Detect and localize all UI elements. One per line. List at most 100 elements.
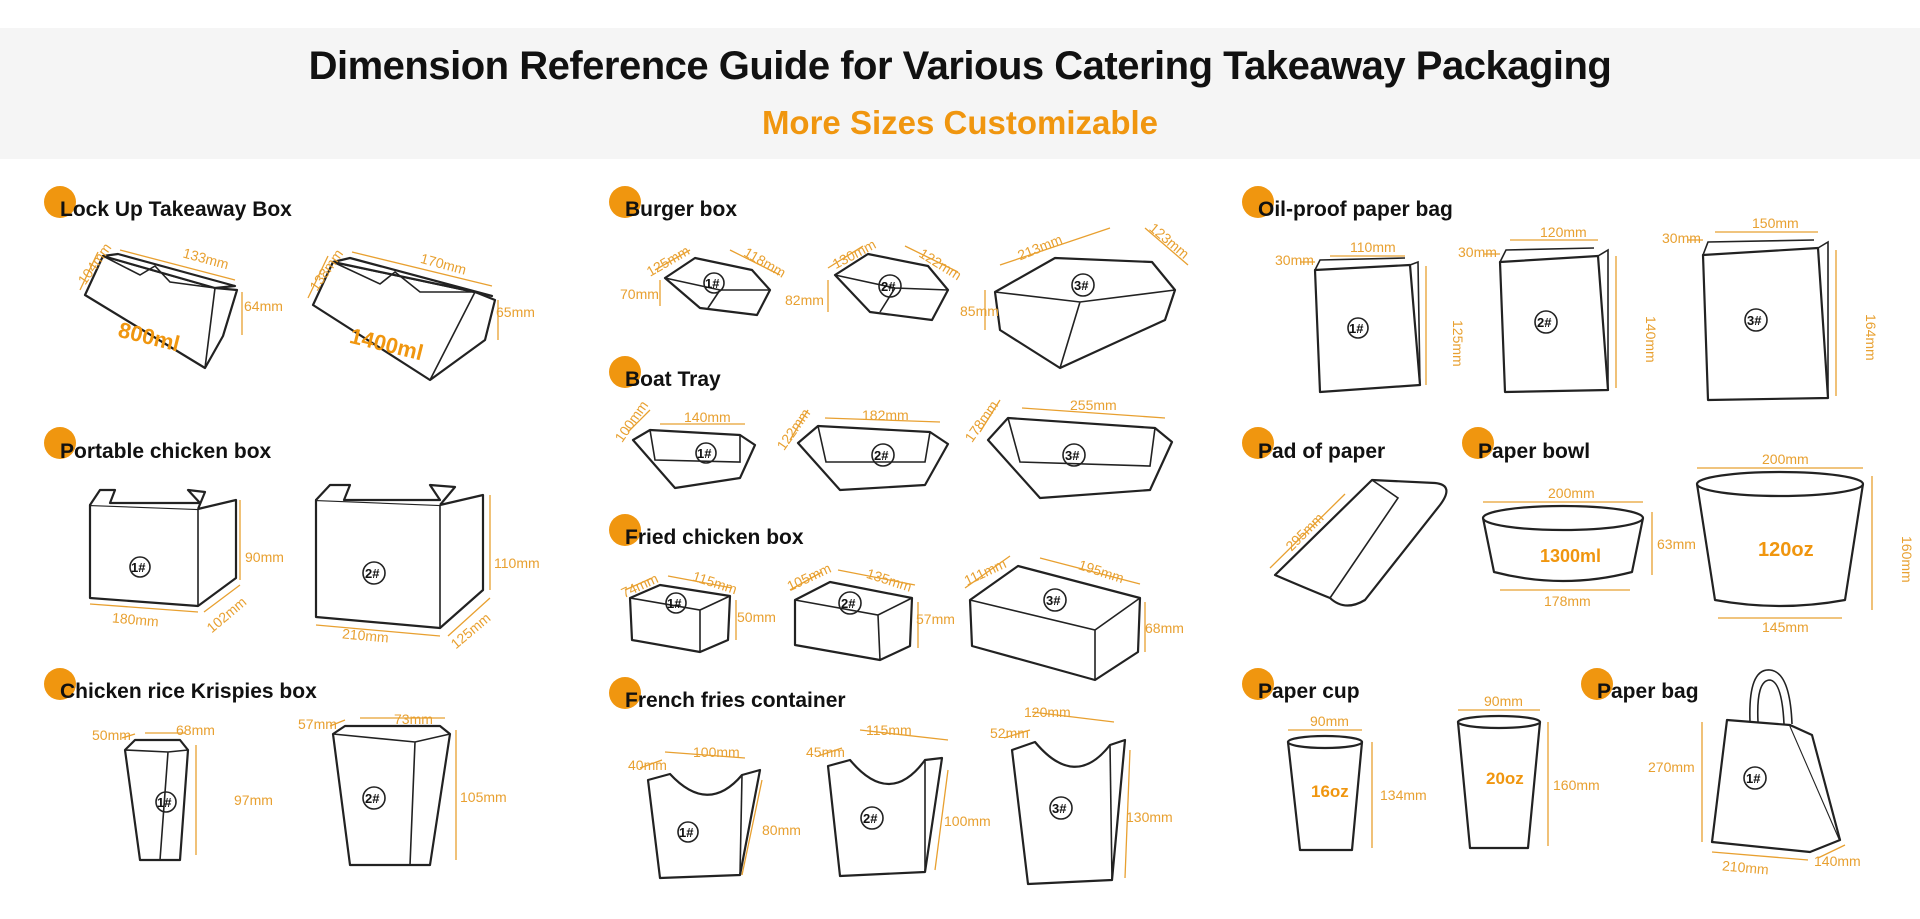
section-title-pad: Pad of paper bbox=[1258, 440, 1385, 463]
section-cup: Paper cup 16oz 90mm 134mm 20oz 90mm 160m… bbox=[1242, 668, 1600, 852]
size-label: 2# bbox=[365, 791, 380, 806]
paper-bag-1: 1# 270mm 210mm 140mm bbox=[1648, 669, 1861, 877]
size-label: 3# bbox=[1074, 278, 1089, 293]
fried-box-1: 1# 74mm 115mm 50mm bbox=[619, 568, 776, 654]
dim: 110mm bbox=[1350, 239, 1396, 255]
size-label: 1# bbox=[667, 596, 682, 611]
fries-container-3: 3# 52mm 120mm 130mm bbox=[990, 704, 1173, 886]
section-oilbag: Oil-proof paper bag 1# 30mm 110mm 125mm … bbox=[1242, 186, 1879, 402]
dim: 125mm bbox=[1450, 320, 1466, 367]
section-boat: Boat Tray 1# 100mm 140mm 2# 122mm 182mm … bbox=[609, 356, 1174, 500]
section-bullet bbox=[1462, 427, 1494, 459]
section-title-cup: Paper cup bbox=[1258, 680, 1360, 703]
dim: 200mm bbox=[1762, 451, 1809, 467]
section-bullet bbox=[609, 186, 641, 218]
caption-16oz: 16oz bbox=[1311, 782, 1349, 801]
fried-box-3: 3# 111mm 195mm 68mm bbox=[961, 555, 1184, 682]
size-label: 1# bbox=[697, 446, 712, 461]
size-label: 1# bbox=[705, 276, 720, 291]
section-title-lockup: Lock Up Takeaway Box bbox=[60, 198, 292, 221]
lockup-box-1400: 1400ml 138mm 170mm 65mm bbox=[306, 246, 535, 382]
dim: 102mm bbox=[203, 594, 249, 636]
dim: 150mm bbox=[1752, 215, 1799, 231]
fried-box-2: 2# 105mm 135mm 57mm bbox=[784, 560, 955, 662]
size-label: 3# bbox=[1065, 448, 1080, 463]
dim: 178mm bbox=[1544, 593, 1591, 609]
size-marker bbox=[362, 786, 386, 810]
burger-box-2: 2# 130mm 122mm 82mm bbox=[785, 236, 964, 322]
size-marker bbox=[838, 591, 862, 615]
size-label: 1# bbox=[157, 795, 172, 810]
cup-16oz: 16oz 90mm 134mm bbox=[1286, 713, 1427, 852]
dim: 200mm bbox=[1548, 485, 1595, 501]
boat-tray-3: 3# 178mm 255mm bbox=[961, 397, 1174, 500]
bowl-120oz: 120oz 200mm 160mm 145mm bbox=[1695, 451, 1915, 635]
dim: 30mm bbox=[1458, 244, 1497, 260]
size-label: 2# bbox=[1537, 315, 1552, 330]
dim: 64mm bbox=[244, 298, 283, 314]
size-marker bbox=[665, 592, 687, 614]
size-marker bbox=[1347, 317, 1369, 339]
portable-box-2: 2# 110mm 210mm 125mm bbox=[314, 483, 540, 652]
size-marker bbox=[1071, 273, 1095, 297]
dim: 140mm bbox=[684, 409, 731, 425]
oil-bag-1: 1# 30mm 110mm 125mm bbox=[1275, 239, 1466, 394]
dim: 30mm bbox=[1662, 230, 1701, 246]
section-bullet bbox=[44, 186, 76, 218]
dim: 115mm bbox=[866, 722, 912, 738]
section-bullet bbox=[44, 668, 76, 700]
section-lockup: Lock Up Takeaway Box 800ml 104mm 133mm 6… bbox=[44, 186, 535, 382]
page-subtitle: More Sizes Customizable bbox=[761, 104, 1159, 141]
header-band bbox=[0, 28, 1920, 159]
dim: 105mm bbox=[460, 789, 507, 805]
oil-bag-3: 3# 30mm 150mm 164mm bbox=[1662, 215, 1879, 402]
dim: 65mm bbox=[496, 304, 535, 320]
dim: 160mm bbox=[1553, 777, 1600, 793]
krispies-box-2: 2# 57mm 73mm 105mm bbox=[298, 711, 507, 867]
size-label: 1# bbox=[131, 560, 146, 575]
size-marker bbox=[1534, 310, 1558, 334]
caption-120oz: 120oz bbox=[1758, 539, 1814, 561]
caption-1300ml: 1300ml bbox=[1540, 546, 1601, 566]
dim: 120mm bbox=[1024, 704, 1071, 720]
size-label: 2# bbox=[863, 811, 878, 826]
section-title-fries: French fries container bbox=[625, 689, 846, 712]
fries-container-1: 1# 40mm 100mm 80mm bbox=[628, 744, 801, 880]
size-label: 1# bbox=[679, 825, 694, 840]
size-label: 3# bbox=[1052, 801, 1067, 816]
dim: 130mm bbox=[1126, 809, 1173, 825]
dim: 100mm bbox=[693, 744, 740, 760]
section-bullet bbox=[1242, 668, 1274, 700]
size-label: 2# bbox=[881, 279, 896, 294]
krispies-box-1: 1# 50mm 68mm 97mm bbox=[92, 722, 273, 862]
size-marker bbox=[1744, 308, 1768, 332]
dim: 63mm bbox=[1657, 536, 1696, 552]
size-marker bbox=[155, 791, 177, 813]
section-bullet bbox=[609, 677, 641, 709]
boat-tray-1: 1# 100mm 140mm bbox=[611, 398, 757, 490]
section-title-krispies: Chicken rice Krispies box bbox=[60, 680, 317, 703]
dim: 73mm bbox=[394, 711, 433, 727]
size-label: 1# bbox=[1349, 321, 1364, 336]
section-portable: Portable chicken box 1# 90mm 180mm 102mm… bbox=[44, 427, 540, 652]
size-label: 2# bbox=[365, 566, 380, 581]
dim: 90mm bbox=[1310, 713, 1349, 729]
dim: 90mm bbox=[245, 549, 284, 565]
burger-box-3: 3# 213mm 123mm 85mm bbox=[960, 220, 1192, 370]
section-bullet bbox=[44, 427, 76, 459]
dim: 140mm bbox=[1643, 316, 1659, 363]
size-label: 1# bbox=[1746, 771, 1761, 786]
dim: 255mm bbox=[1070, 397, 1117, 413]
section-bullet bbox=[1242, 427, 1274, 459]
dim: 50mm bbox=[92, 727, 131, 743]
dim: 52mm bbox=[990, 725, 1029, 741]
size-marker bbox=[1043, 588, 1067, 612]
size-marker bbox=[1062, 443, 1086, 467]
dim: 68mm bbox=[1145, 620, 1184, 636]
dim: 134mm bbox=[1380, 787, 1427, 803]
section-title-burger: Burger box bbox=[625, 198, 737, 221]
section-title-bag: Paper bag bbox=[1597, 680, 1699, 703]
dim: 182mm bbox=[862, 407, 909, 423]
dim: 85mm bbox=[960, 303, 999, 319]
